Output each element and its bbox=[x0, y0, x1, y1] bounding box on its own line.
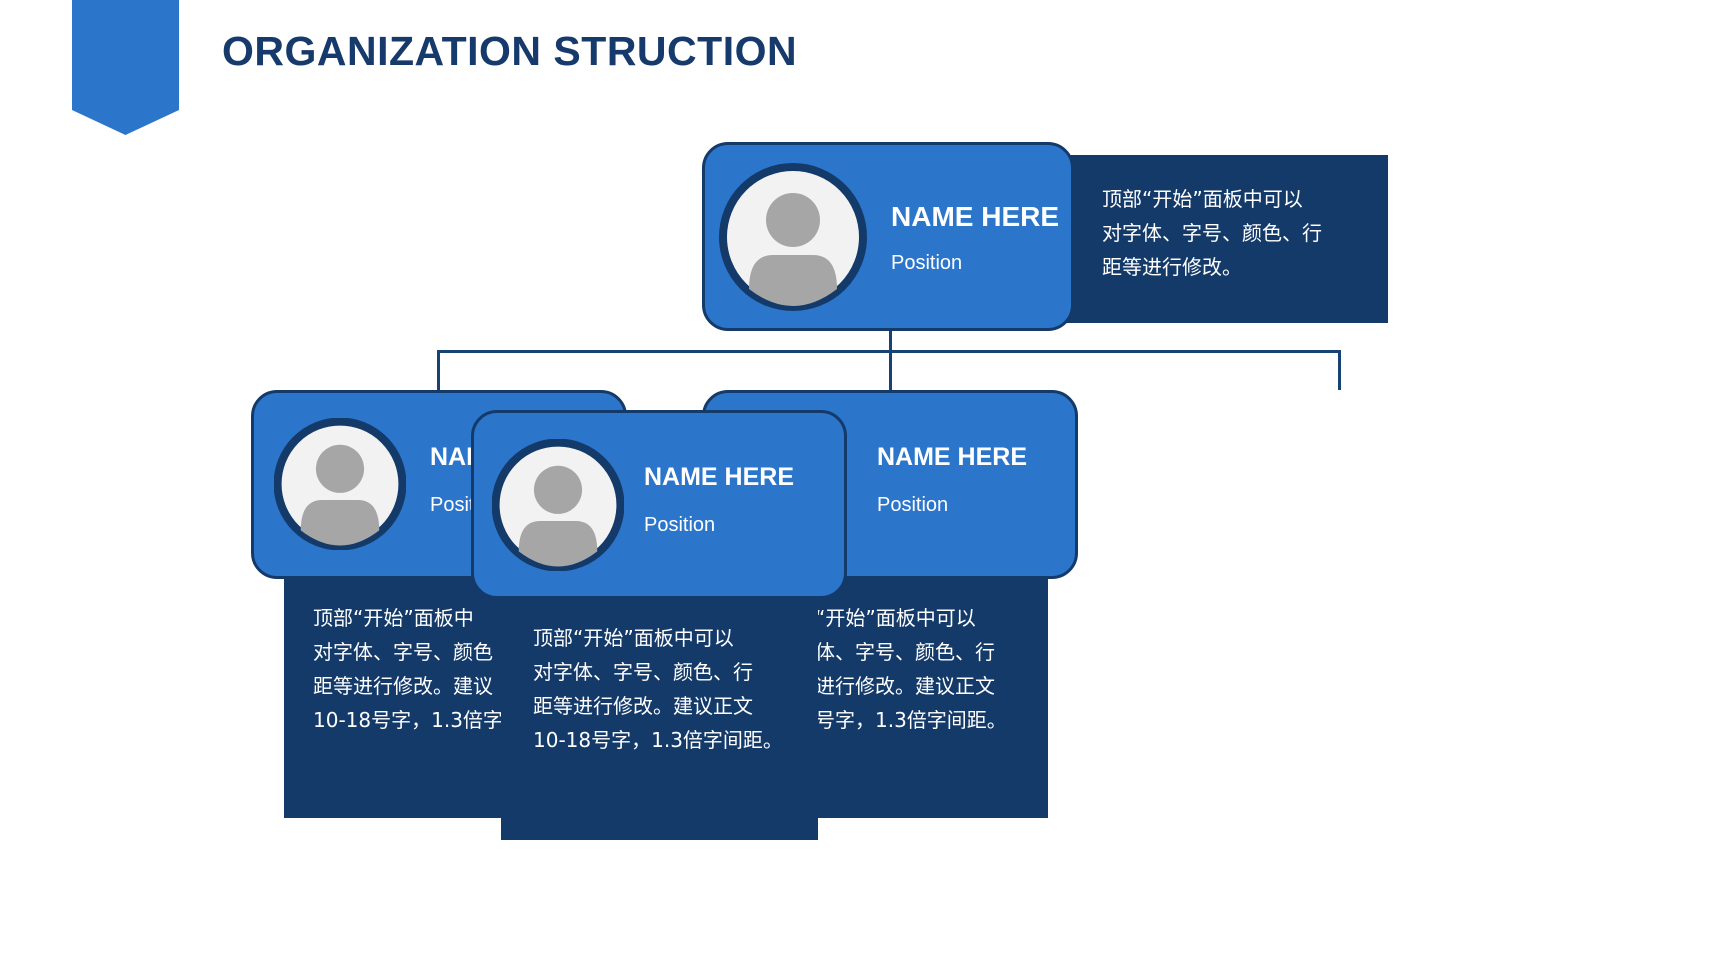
middle-card-name: NAME HERE bbox=[644, 463, 795, 491]
left-card-name: NAI bbox=[430, 443, 474, 471]
connector-trunk bbox=[889, 328, 892, 390]
right-card-name: NAME HERE bbox=[877, 443, 1028, 471]
middle-description-text: 顶部“开始”面板中可以 对字体、字号、颜色、行 距等进行修改。建议正文 10-1… bbox=[533, 626, 783, 752]
top-description-text: 顶部“开始”面板中可以 对字体、字号、颜色、行 距等进行修改。 bbox=[1102, 187, 1322, 279]
top-card-position: Position bbox=[891, 252, 963, 274]
person-avatar-icon bbox=[719, 163, 867, 311]
top-person-card[interactable]: NAME HERE Position bbox=[702, 142, 1074, 331]
left-card-position: Posit bbox=[430, 494, 475, 516]
connector-right-drop bbox=[1338, 350, 1341, 390]
right-description-text: “开始”面板中可以 体、字号、颜色、行 进行修改。建议正文 号字，1.3倍字间距… bbox=[815, 606, 1007, 732]
person-avatar-icon bbox=[492, 439, 624, 571]
top-card-name: NAME HERE bbox=[891, 201, 1060, 232]
middle-person-card[interactable]: NAME HERE Position bbox=[471, 410, 847, 599]
middle-description-box bbox=[501, 590, 818, 840]
page-title: ORGANIZATION STRUCTION bbox=[222, 28, 798, 74]
middle-card-position: Position bbox=[644, 514, 716, 536]
connector-left-drop bbox=[437, 350, 440, 390]
right-card-position: Position bbox=[877, 494, 949, 516]
top-description-box bbox=[1060, 155, 1388, 323]
header-ribbon bbox=[72, 0, 179, 135]
left-description-text: 顶部“开始”面板中 对字体、字号、颜色 距等进行修改。建议 10-18号字，1.… bbox=[313, 606, 503, 732]
connector-horizontal bbox=[437, 350, 1341, 353]
left-description-box bbox=[284, 570, 504, 818]
right-description-box bbox=[790, 570, 1048, 818]
person-avatar-icon bbox=[274, 418, 406, 550]
